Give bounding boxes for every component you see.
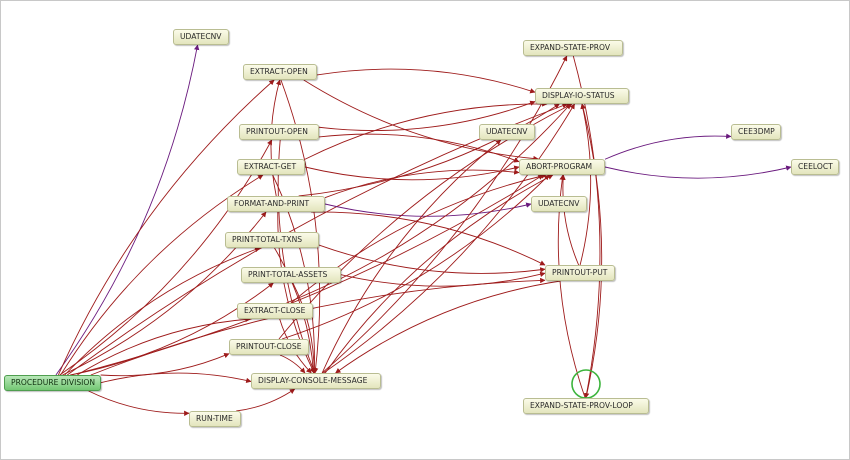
node-format-and-print[interactable]: FORMAT-AND-PRINT [227,196,325,212]
node-display-io-status[interactable]: DISPLAY-IO-STATUS [535,88,629,104]
node-display-console-message[interactable]: DISPLAY-CONSOLE-MESSAGE [251,373,381,389]
node-printout-open[interactable]: PRINTOUT-OPEN [239,124,319,140]
edge-format-and-print-to-udatecnv-low [324,202,532,217]
edge-printout-close-to-display-console-message [279,354,306,374]
edge-expand-state-prov-loop-loop [571,369,601,399]
edge-procedure-division-to-extract-open [57,79,275,376]
edge-procedure-division-to-extract-get [60,174,264,376]
edge-run-time-to-display-console-message [236,388,296,412]
edge-expand-state-prov-to-expand-state-prov-loop [572,55,601,399]
edge-print-total-assets-to-display-console-message [292,282,317,374]
edge-expand-state-prov-loop-to-display-io-status [580,103,603,399]
edge-procedure-division-to-printout-open [59,139,273,376]
edge-procedure-division-to-print-total-assets [70,282,274,376]
node-cee3dmp[interactable]: CEE3DMP [731,124,781,140]
node-procedure-division[interactable]: PROCEDURE DIVISION [4,375,101,391]
edge-format-and-print-to-display-io-status [298,103,560,197]
edge-extract-get-to-abort-program [304,165,520,181]
edge-format-and-print-to-printout-put [311,211,546,266]
node-udatecnv-low[interactable]: UDATECNV [531,196,587,212]
edge-printout-put-to-abort-program [560,174,580,266]
node-extract-open[interactable]: EXTRACT-OPEN [243,64,317,80]
node-extract-get[interactable]: EXTRACT-GET [237,159,305,175]
edge-abort-program-to-ceeloct [604,165,792,179]
edge-extract-get-to-display-io-status [304,101,548,160]
edge-procedure-division-to-print-total-txns [64,247,261,376]
node-udatecnv-mid[interactable]: UDATECNV [479,124,535,140]
edge-extract-open-to-display-io-status [316,68,536,94]
edge-display-console-message-to-expand-state-prov [321,55,568,374]
node-ceeloct[interactable]: CEELOCT [791,159,839,175]
edge-extract-close-to-display-io-status [286,103,571,304]
node-udatecnv-top[interactable]: UDATECNV [173,29,229,45]
edge-format-and-print-to-display-console-message [277,211,315,374]
edge-printout-open-to-display-io-status [318,100,536,131]
edge-display-console-message-to-udatecnv-mid [321,139,502,374]
edge-printout-put-to-display-io-status [579,103,592,266]
node-run-time[interactable]: RUN-TIME [189,411,241,427]
node-extract-close[interactable]: EXTRACT-CLOSE [237,303,313,319]
node-expand-state-prov-loop[interactable]: EXPAND-STATE-PROV-LOOP [523,398,649,414]
node-printout-put[interactable]: PRINTOUT-PUT [545,265,615,281]
edge-procedure-division-to-display-console-message [100,372,252,384]
node-printout-close[interactable]: PRINTOUT-CLOSE [229,339,309,355]
edge-printout-put-to-display-console-message [335,280,561,374]
node-print-total-assets[interactable]: PRINT-TOTAL-ASSETS [241,267,341,283]
edge-procedure-division-to-printout-close [100,353,230,377]
node-expand-state-prov[interactable]: EXPAND-STATE-PROV [523,40,623,56]
edge-print-total-txns-to-printout-put [318,244,546,274]
edge-format-and-print-to-abort-program [324,169,520,199]
edge-procedure-division-to-extract-close [76,316,251,376]
edge-print-total-assets-to-printout-put [340,271,546,287]
node-abort-program[interactable]: ABORT-PROGRAM [519,159,605,175]
edge-printout-open-to-abort-program [318,133,520,163]
edge-abort-program-to-cee3dmp [604,133,732,160]
edge-printout-close-to-abort-program [281,174,550,340]
edge-display-console-message-to-abort-program [324,174,554,374]
node-print-total-txns[interactable]: PRINT-TOTAL-TXNS [225,232,319,248]
edge-extract-open-to-abort-program [303,79,539,162]
edge-extract-open-to-display-console-message [280,79,321,374]
edge-display-console-message-to-display-io-status [323,103,575,374]
edge-procedure-division-to-udatecnv-top [55,44,200,376]
edge-procedure-division-to-run-time [88,390,190,417]
